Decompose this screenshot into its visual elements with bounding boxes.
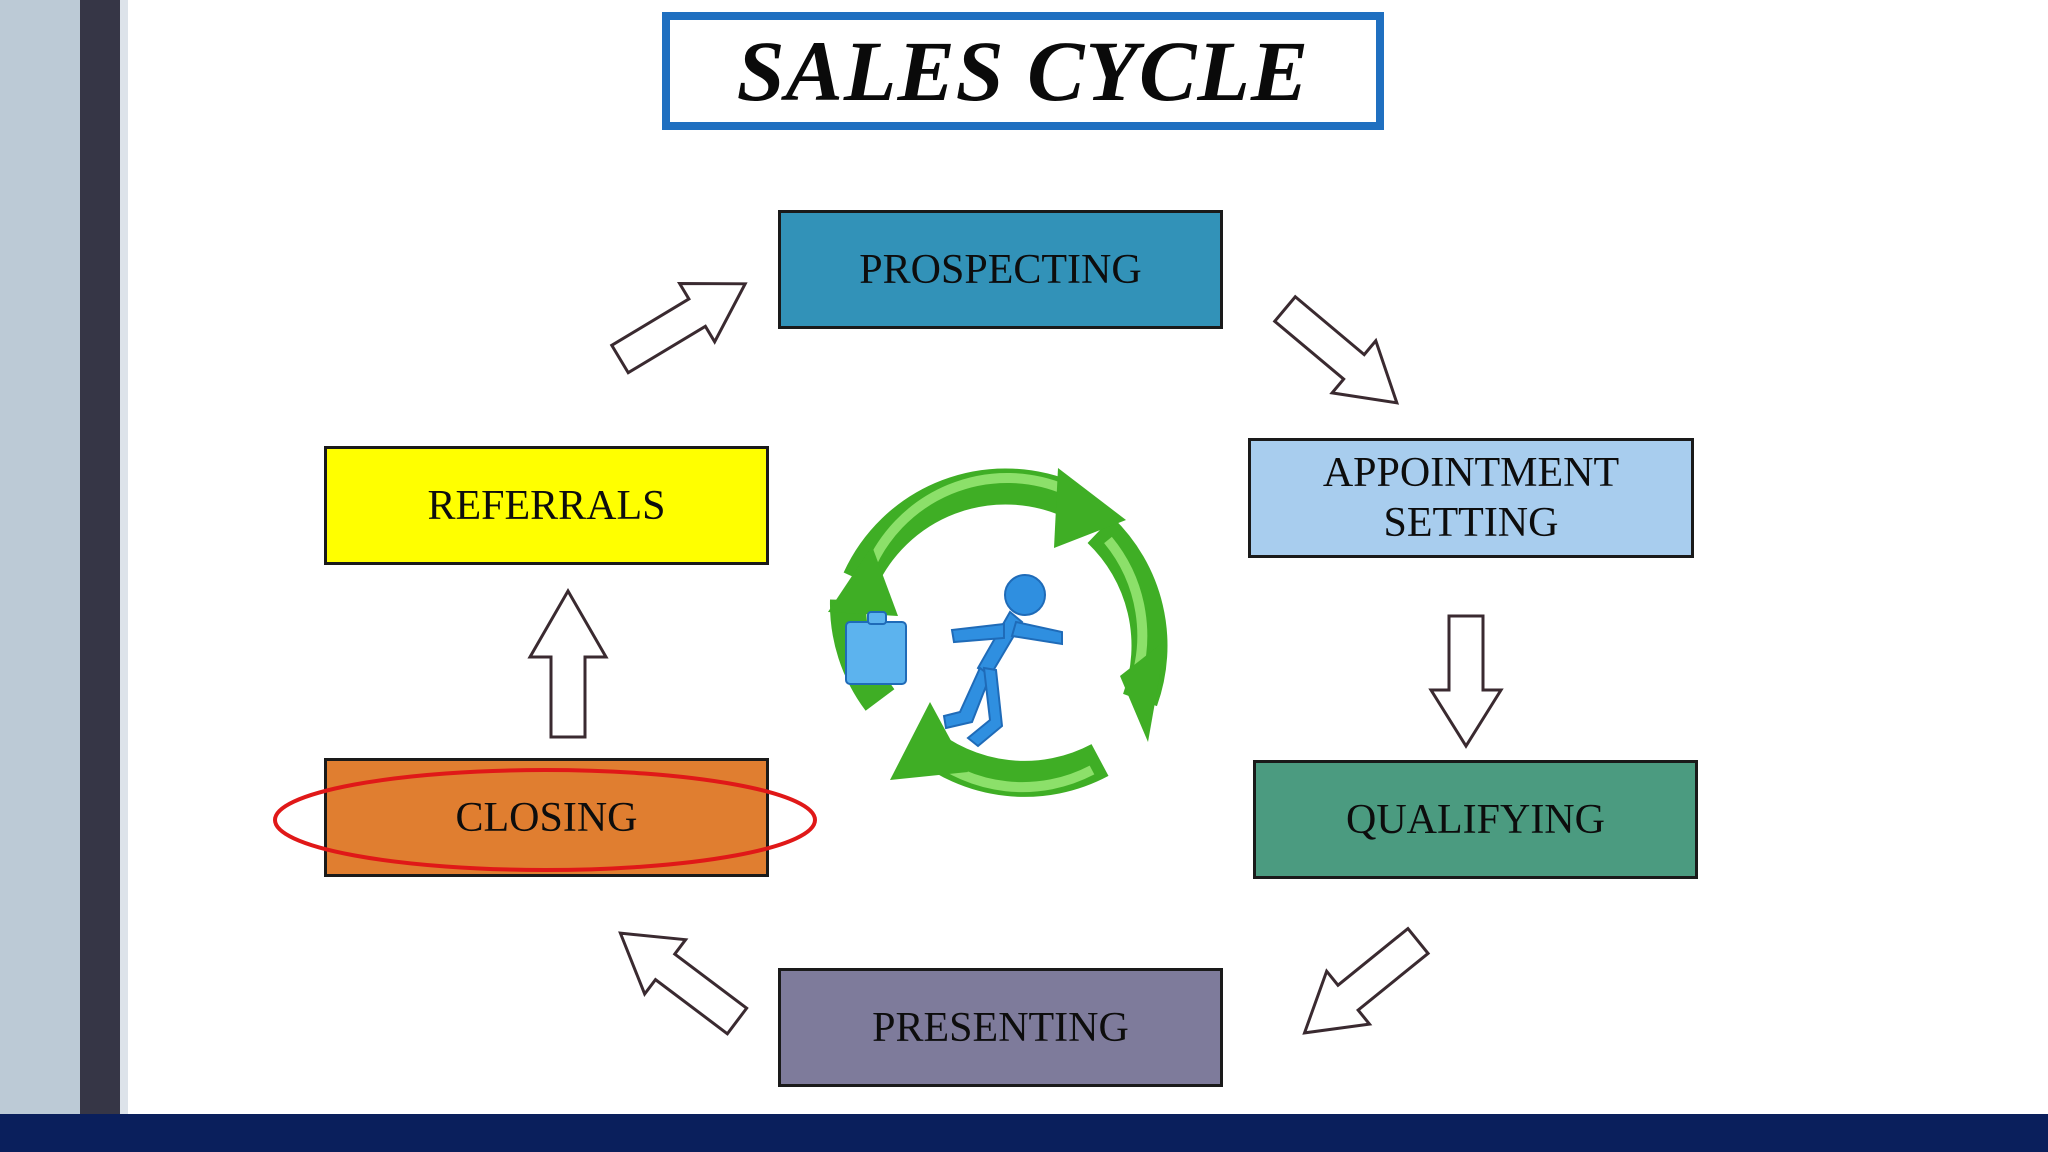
arrow-referrals-to-prospecting-icon xyxy=(609,281,748,375)
stage-appointment-label-line1: APPOINTMENT xyxy=(1322,450,1620,496)
left-dark-strip xyxy=(80,0,120,1114)
bottom-bar xyxy=(0,1114,2048,1152)
left-edge-panel xyxy=(0,0,80,1114)
stage-referrals: REFERRALS xyxy=(324,446,769,565)
running-businessman-recycle-icon xyxy=(828,468,1168,797)
stage-prospecting-label: PROSPECTING xyxy=(859,246,1142,293)
left-light-strip xyxy=(120,0,128,1114)
stage-appointment-setting: APPOINTMENT SETTING xyxy=(1248,438,1694,558)
stage-presenting-label: PRESENTING xyxy=(872,1004,1129,1051)
stage-presenting: PRESENTING xyxy=(778,968,1223,1087)
closing-highlight-ellipse xyxy=(273,768,817,872)
stage-prospecting: PROSPECTING xyxy=(778,210,1223,329)
stage-referrals-label: REFERRALS xyxy=(427,482,666,529)
arrow-closing-to-referrals-icon xyxy=(527,587,609,739)
arrow-qualifying-to-presenting-icon xyxy=(1302,926,1431,1035)
arrow-appointment-to-qualifying-icon xyxy=(1428,614,1504,749)
arrow-presenting-to-closing-icon xyxy=(618,931,749,1036)
slide-title: SALES CYCLE xyxy=(736,23,1310,119)
stage-closing-label: CLOSING xyxy=(455,794,638,841)
stage-qualifying: QUALIFYING xyxy=(1253,760,1698,879)
stage-qualifying-label: QUALIFYING xyxy=(1346,796,1605,843)
title-box: SALES CYCLE xyxy=(662,12,1384,130)
stage-appointment-label-line2: SETTING xyxy=(1383,500,1559,546)
arrow-prospecting-to-appointment-icon xyxy=(1272,294,1400,405)
